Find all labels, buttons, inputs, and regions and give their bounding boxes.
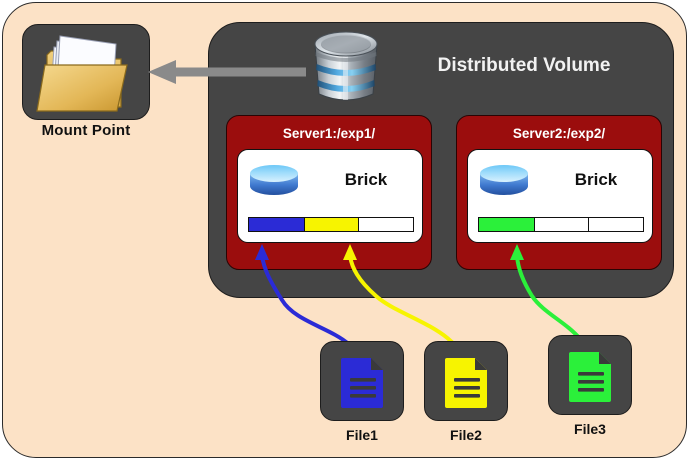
server2-brick-label: Brick — [574, 170, 618, 189]
file2-tile[interactable] — [424, 341, 508, 421]
file3-label: File3 — [574, 421, 606, 437]
file2-label: File2 — [450, 427, 482, 443]
server1-segment-0 — [249, 218, 304, 231]
server1-segment-1 — [303, 218, 359, 231]
distributed-volume-title: Distributed Volume — [437, 55, 611, 76]
open-folder-with-documents-icon — [36, 35, 128, 112]
server1-brick-card: Brick — [237, 149, 423, 243]
document-icon — [445, 358, 487, 408]
file1-label: File1 — [346, 427, 378, 443]
server2-usage-bar — [478, 217, 644, 232]
document-icon — [569, 352, 611, 402]
database-cylinder-icon — [314, 31, 378, 101]
blue-cylinder-icon — [480, 165, 528, 201]
server1-segment-2 — [358, 218, 413, 231]
server1-brick-label: Brick — [344, 170, 388, 189]
server2-segment-2 — [588, 218, 643, 231]
file3-tile[interactable] — [548, 335, 632, 415]
server2-brick-card: Brick — [467, 149, 653, 243]
server2-segment-0 — [479, 218, 534, 231]
server1-title: Server1:/exp1/ — [282, 126, 376, 141]
file1-tile[interactable] — [320, 341, 404, 421]
blue-cylinder-icon — [250, 165, 298, 201]
server2-segment-1 — [533, 218, 589, 231]
mount-point-tile[interactable] — [22, 24, 150, 120]
server-box-1: Server1:/exp1/ Brick — [226, 115, 432, 270]
mount-point-label: Mount Point — [41, 122, 131, 139]
document-icon — [341, 358, 383, 408]
server-box-2: Server2:/exp2/ Brick — [456, 115, 662, 270]
server1-usage-bar — [248, 217, 414, 232]
server2-title: Server2:/exp2/ — [512, 126, 606, 141]
